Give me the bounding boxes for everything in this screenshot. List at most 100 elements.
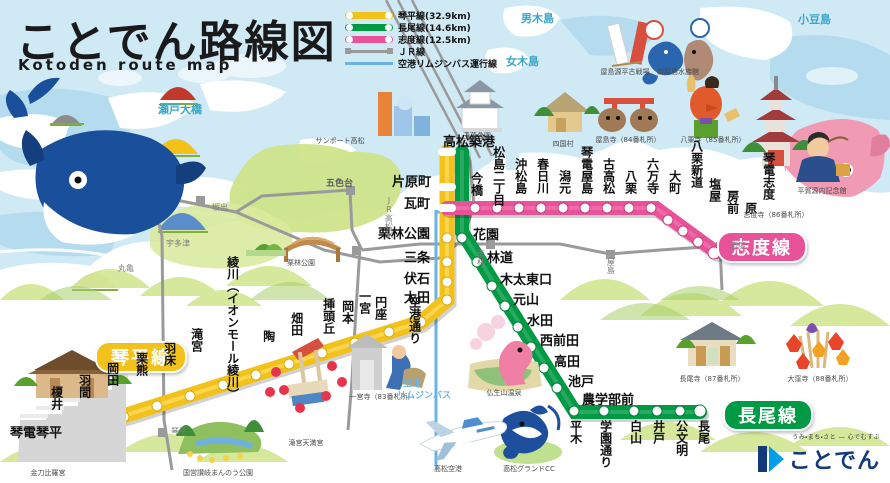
poi-label-sunport-takamatsu: サンポート高松 xyxy=(315,137,365,145)
poi-label-tamamo-park: 玉藻公園 xyxy=(463,132,491,140)
station-label-ayagawa[interactable]: 綾川（イオンモール綾川） xyxy=(225,256,240,400)
station-label-nogakubumae[interactable]: 農学部前 xyxy=(582,393,635,408)
station-label-enza[interactable]: 円座 xyxy=(373,296,388,320)
station-label-rindo[interactable]: 林道 xyxy=(487,251,514,266)
station-label-ichinomiya[interactable]: 一宮 xyxy=(357,290,372,314)
station-label-kawaramachi[interactable]: 瓦町 xyxy=(404,197,431,212)
station-label-gakuendori[interactable]: 学園通り xyxy=(598,420,613,468)
line-badge-kotohira[interactable]: 琴平線 xyxy=(95,341,187,373)
station-label-ikenobe[interactable]: 池戸 xyxy=(568,375,595,390)
station-label-fusazaki[interactable]: 房前 xyxy=(725,190,740,214)
line-badge-nagao[interactable]: 長尾線 xyxy=(723,399,813,431)
station-label-kumonmyo[interactable]: 公文明 xyxy=(674,420,689,456)
jr-station-utazu[interactable]: 宇多津 xyxy=(166,239,190,248)
station-label-hanazono[interactable]: 花園 xyxy=(473,228,500,243)
station-label-ritsuringoen[interactable]: 栗林公園 xyxy=(378,227,431,242)
station-label-kazashigaoka[interactable]: 挿頭丘 xyxy=(321,298,336,334)
station-label-fuseishi[interactable]: 伏石 xyxy=(404,272,431,287)
legend-item-shido: 志度線(12.5km) xyxy=(345,34,497,46)
page-title: ことでん路線図 xyxy=(16,17,337,68)
station-label-shioya[interactable]: 塩屋 xyxy=(707,178,722,202)
station-label-takinomiya[interactable]: 滝宮 xyxy=(189,328,204,352)
station-label-nishimaeda[interactable]: 西前田 xyxy=(540,334,580,349)
station-label-kurikuma[interactable]: 栗熊 xyxy=(134,352,149,376)
station-label-rokumanji[interactable]: 六万寺 xyxy=(645,158,660,194)
line-badge-shido[interactable]: 志度線 xyxy=(717,231,807,263)
poi-label-takamatsu-airport: 高松空港 xyxy=(434,465,462,473)
jr-station-shido[interactable]: 志度 xyxy=(730,241,746,250)
poi-label-shin-yashima-aquarium: 新屋島水族館 xyxy=(657,68,699,76)
station-label-hatada[interactable]: 畑田 xyxy=(289,312,304,336)
station-label-furutakamatsu[interactable]: 古高松 xyxy=(601,158,616,194)
station-label-kasugagawa[interactable]: 春日川 xyxy=(535,158,550,194)
station-label-sanjo[interactable]: 三条 xyxy=(404,251,431,266)
station-label-ota[interactable]: 太田 xyxy=(404,291,431,306)
poi-label-ritsurin-park: 栗林公園 xyxy=(287,259,315,267)
station-label-kotodenkotohira[interactable]: 琴電琴平 xyxy=(9,426,62,441)
jr-station-yashima[interactable]: 屋島 xyxy=(606,258,616,274)
poi-label-hiraga-gennai-museum: 平賀源内記念館 xyxy=(797,187,847,195)
poi-label-bussyozan-onsen: 仏生山温泉 xyxy=(486,389,522,397)
station-label-okada[interactable]: 岡田 xyxy=(105,362,120,386)
station-label-nagao[interactable]: 長尾 xyxy=(696,420,711,444)
station-label-hazama[interactable]: 羽間 xyxy=(77,374,92,398)
legend-label-jr: ＪＲ線 xyxy=(398,48,426,58)
kotoden-logo[interactable]: うみ・まち・さと ― 心でむすぶ ことでん xyxy=(757,432,880,475)
station-label-hara[interactable]: 原 xyxy=(743,202,758,214)
kotoden-logo-icon xyxy=(757,446,784,472)
station-label-enai[interactable]: 榎井 xyxy=(49,386,64,410)
poi-label-okuboji: 大窪寺（88番札所） xyxy=(787,375,853,383)
poi-label-yakuriji: 八栗寺（85番札所） xyxy=(680,136,746,144)
station-label-kotodenyashima[interactable]: 琴電屋島 xyxy=(579,146,594,194)
station-label-mizuta[interactable]: 水田 xyxy=(527,314,554,329)
station-label-hakuzan[interactable]: 白山 xyxy=(628,420,643,444)
station-label-takamatsuchiko[interactable]: 高松築港 xyxy=(443,135,496,150)
poi-label-kotohiragu: 金刀比羅宮 xyxy=(30,469,66,477)
station-label-sue[interactable]: 陶 xyxy=(261,330,276,342)
station-label-hayuka[interactable]: 羽床 xyxy=(162,342,177,366)
jr-station-ritsurin[interactable]: 栗林 xyxy=(476,250,486,266)
legend-item-limousine-bus: 空港リムジンバス運行線 xyxy=(345,58,498,70)
station-label-takada[interactable]: 高田 xyxy=(554,355,581,370)
station-label-okamoto[interactable]: 岡本 xyxy=(340,300,355,324)
geo-label-megijima: 女木島 xyxy=(506,55,539,68)
jr-station-marugame[interactable]: 丸亀 xyxy=(118,264,134,273)
legend-item-kotohira: 琴平線(32.9km) xyxy=(345,10,497,22)
line-badge-kotohira-label: 琴平線 xyxy=(111,348,171,369)
poi-label-manno-park: 国営讃岐まんのう公園 xyxy=(183,469,253,477)
limousine-bus-label-line2: リムジンバス xyxy=(397,391,452,401)
station-label-kotodenshido[interactable]: 琴電志度 xyxy=(761,152,776,200)
station-label-yakuri[interactable]: 八栗 xyxy=(623,170,638,194)
station-label-motoyama[interactable]: 元山 xyxy=(513,293,540,308)
station-label-omachi[interactable]: 大町 xyxy=(667,170,682,194)
jr-station-takamatsu[interactable]: JR高松駅 xyxy=(384,196,394,238)
station-label-matsushima2chome[interactable]: 松島二丁目 xyxy=(491,146,506,206)
station-label-okimatsushima[interactable]: 沖松島 xyxy=(513,158,528,194)
station-label-yakurishindo[interactable]: 八栗新道 xyxy=(689,140,704,188)
station-label-katamoto[interactable]: 潟元 xyxy=(557,170,572,194)
station-label-kataharamachi[interactable]: 片原町 xyxy=(392,175,432,190)
station-label-imabashi[interactable]: 今橋 xyxy=(469,172,484,196)
station-label-ido[interactable]: 井戸 xyxy=(651,420,666,444)
legend-item-nagao: 長尾線(14.6km) xyxy=(345,22,497,34)
station-label-kitahigashiguchi[interactable]: 木太東口 xyxy=(500,273,553,288)
jr-station-sakaide[interactable]: 坂出 xyxy=(212,203,228,212)
poi-label-nagaoji: 長尾寺（87番札所） xyxy=(679,375,745,383)
geo-label-ogijima: 男木島 xyxy=(521,12,554,25)
legend-swatch-kotohira xyxy=(345,12,393,19)
logo-tagline: うみ・まち・さと ― 心でむすぶ xyxy=(792,434,880,441)
poi-label-shikokumura: 四国村 xyxy=(552,140,574,148)
geo-label-seto-ohashi: 瀬戸大橋 xyxy=(158,103,202,116)
legend-label-limousine-bus: 空港リムジンバス運行線 xyxy=(398,60,498,70)
legend-swatch-jr xyxy=(345,48,393,54)
station-label-hiraki[interactable]: 平木 xyxy=(568,420,583,444)
logo-wordmark: ことでん xyxy=(788,449,880,474)
jr-station-kotohira[interactable]: 琴平 xyxy=(171,427,187,436)
station-label-kukodori[interactable]: 空港通り xyxy=(407,296,422,344)
poi-label-ichinomiyaji: 一宮寺（83番札所） xyxy=(349,393,415,401)
poi-label-yashima-genpei: 屋島源平古戦場 xyxy=(600,68,650,76)
legend-label-kotohira: 琴平線(32.9km) xyxy=(398,12,471,22)
legend-swatch-limousine-bus xyxy=(345,62,393,65)
